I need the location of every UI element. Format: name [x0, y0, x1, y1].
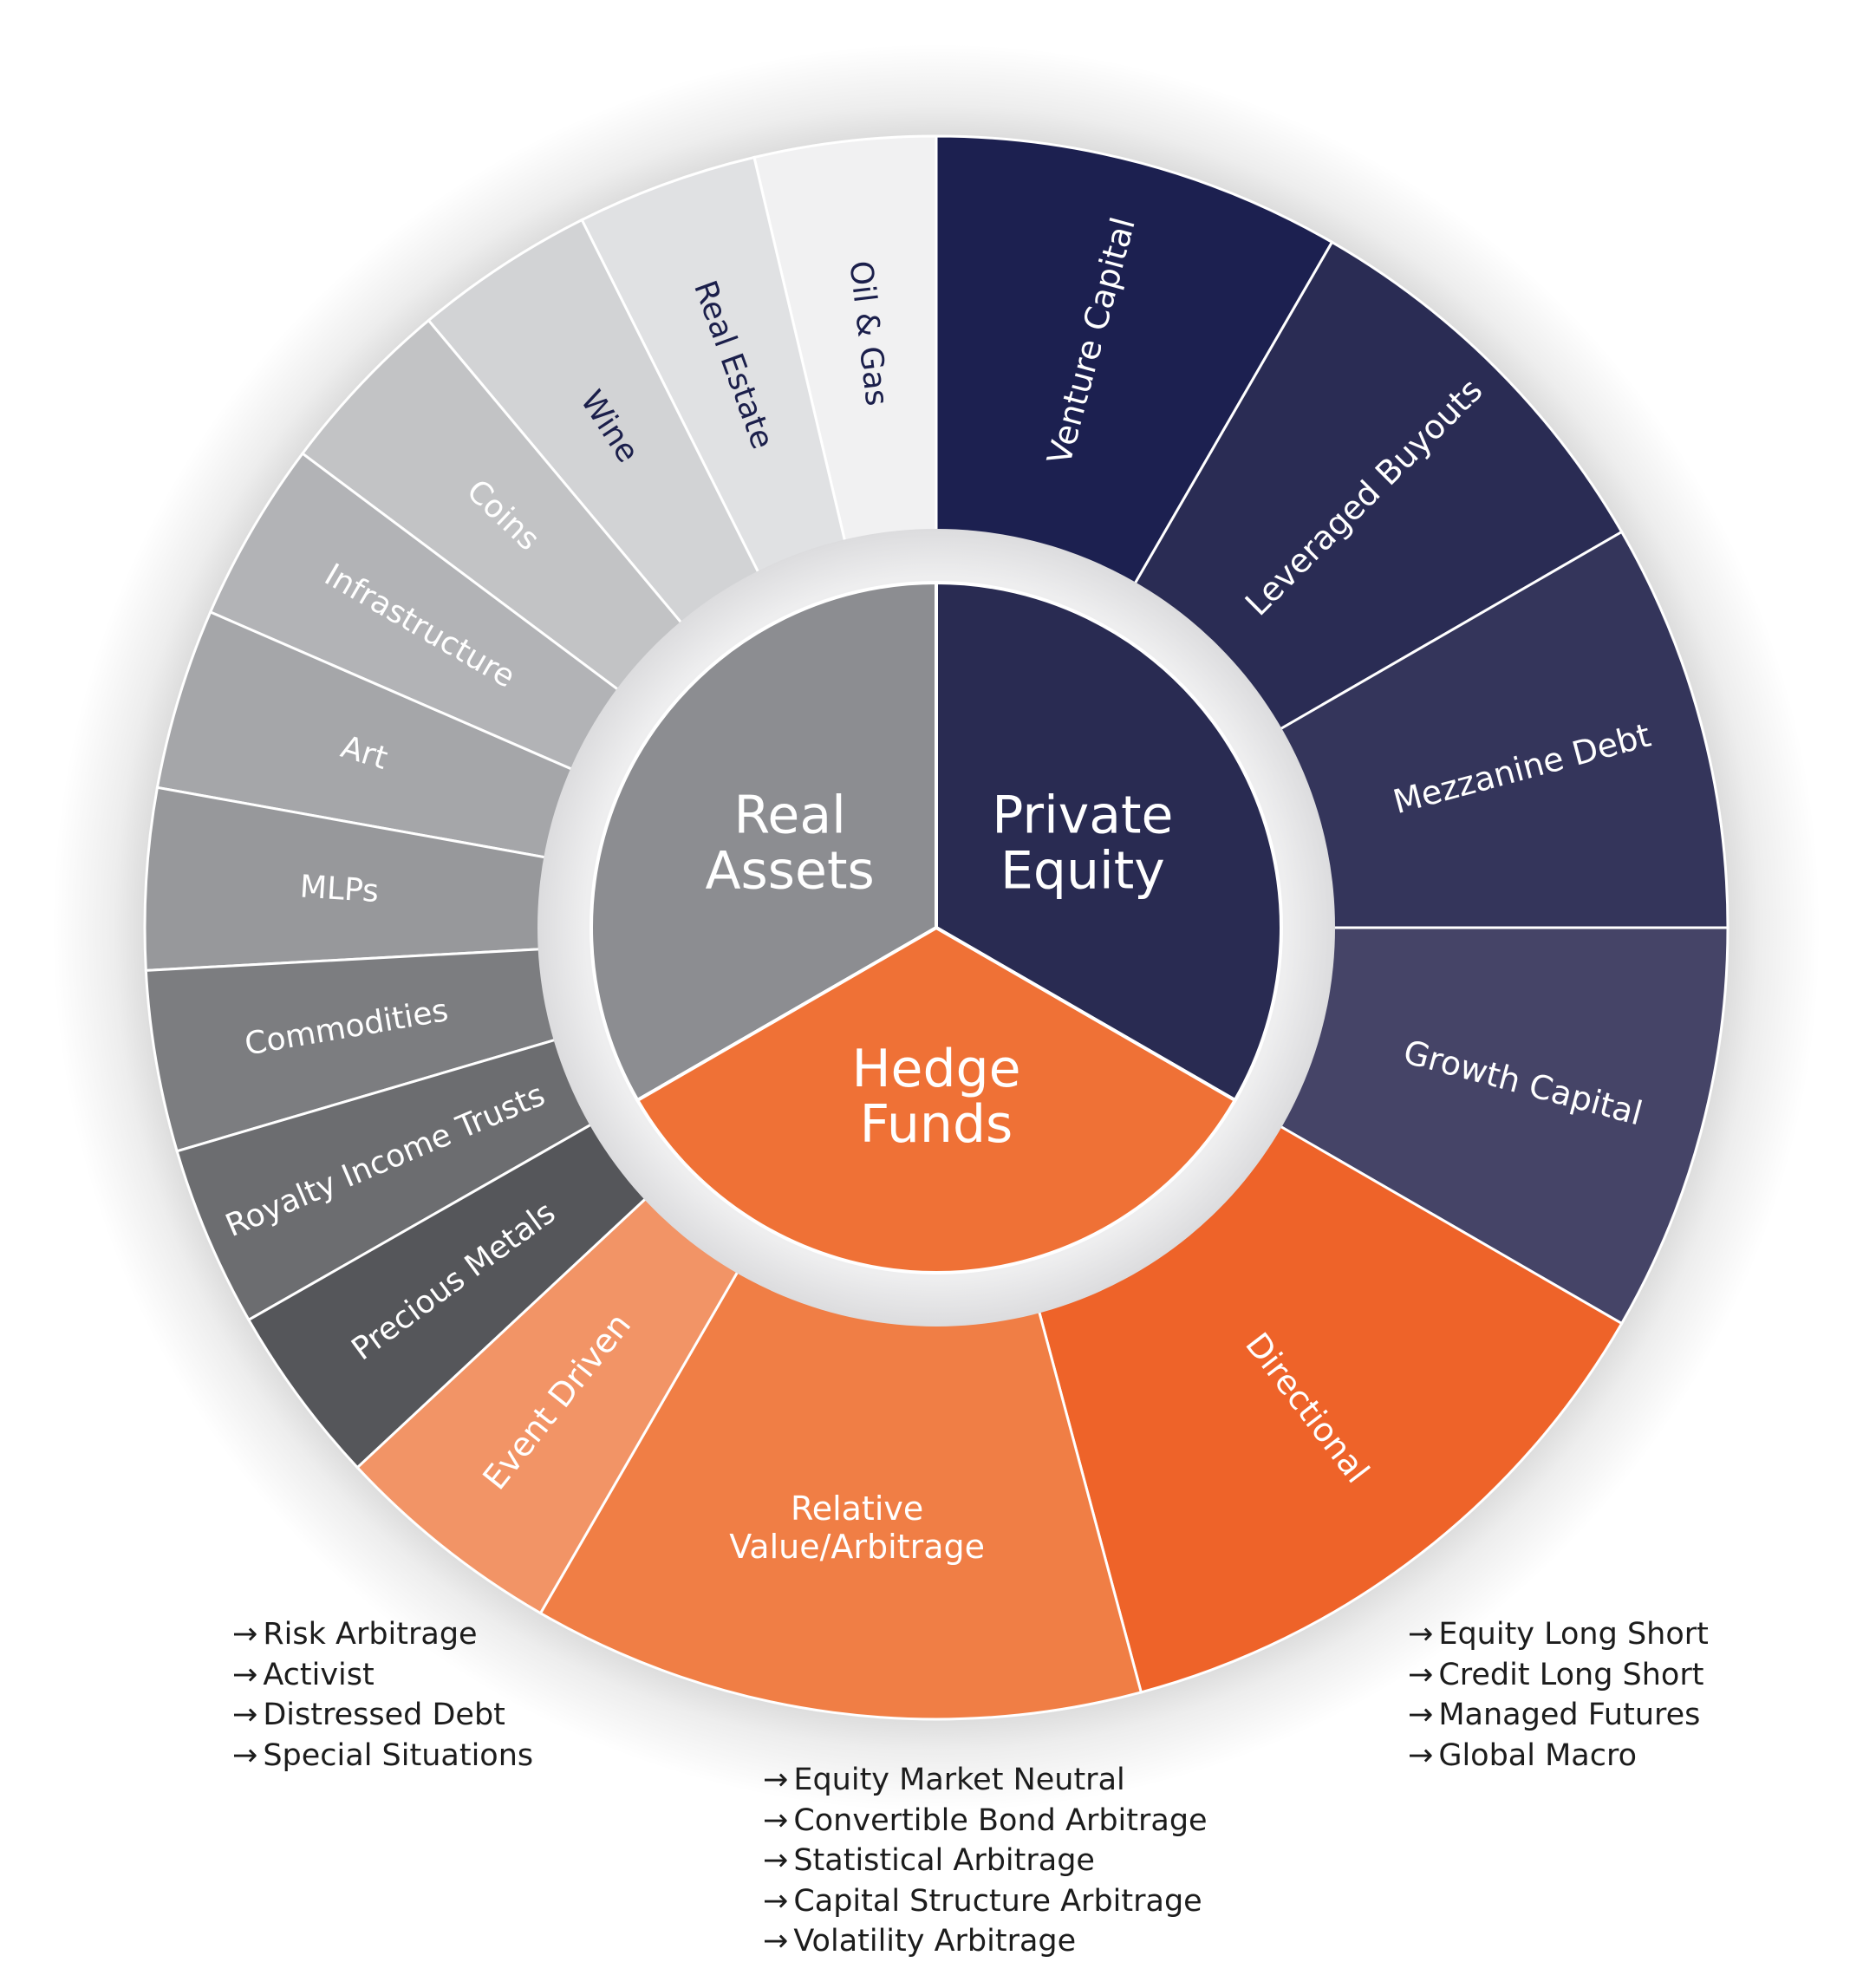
arrow-right-icon: → — [1408, 1737, 1434, 1773]
relative-value-strategy-list: →Equity Market Neutral→Convertible Bond … — [763, 1760, 1208, 1962]
arrow-right-icon: → — [763, 1802, 789, 1838]
strategy-item: →Credit Long Short — [1408, 1655, 1709, 1696]
strategy-text: Equity Long Short — [1438, 1617, 1709, 1652]
strategy-text: Special Situations — [263, 1737, 534, 1773]
strategy-item: →Activist — [232, 1655, 533, 1696]
inner-pie — [590, 580, 1283, 1274]
directional-strategy-list: →Equity Long Short→Credit Long Short→Man… — [1408, 1614, 1709, 1776]
strategy-item: →Convertible Bond Arbitrage — [763, 1801, 1208, 1841]
event-driven-strategy-list: →Risk Arbitrage→Activist→Distressed Debt… — [232, 1614, 533, 1776]
arrow-right-icon: → — [232, 1698, 258, 1732]
strategy-item: →Global Macro — [1408, 1736, 1709, 1776]
strategy-item: →Equity Long Short — [1408, 1614, 1709, 1655]
arrow-right-icon: → — [763, 1924, 789, 1959]
inner-private-equity — [935, 580, 1283, 1103]
arrow-right-icon: → — [232, 1657, 258, 1692]
strategy-item: →Special Situations — [232, 1736, 533, 1776]
strategy-text: Capital Structure Arbitrage — [793, 1883, 1202, 1919]
arrow-right-icon: → — [763, 1763, 789, 1797]
arrow-right-icon: → — [232, 1737, 258, 1773]
strategy-text: Distressed Debt — [263, 1698, 505, 1732]
strategy-text: Risk Arbitrage — [263, 1617, 478, 1652]
strategy-text: Credit Long Short — [1438, 1657, 1704, 1692]
arrow-right-icon: → — [763, 1843, 789, 1878]
arrow-right-icon: → — [1408, 1698, 1434, 1732]
strategy-text: Activist — [263, 1657, 375, 1692]
strategy-item: →Capital Structure Arbitrage — [763, 1881, 1208, 1922]
strategy-item: →Risk Arbitrage — [232, 1614, 533, 1655]
strategy-text: Convertible Bond Arbitrage — [793, 1802, 1208, 1838]
strategy-item: →Volatility Arbitrage — [763, 1921, 1208, 1962]
strategy-text: Equity Market Neutral — [793, 1763, 1125, 1797]
arrow-right-icon: → — [1408, 1657, 1434, 1692]
label-mlps: MLPs — [299, 870, 380, 910]
strategy-text: Statistical Arbitrage — [793, 1843, 1095, 1878]
arrow-right-icon: → — [1408, 1617, 1434, 1652]
strategy-item: →Distressed Debt — [232, 1695, 533, 1736]
arrow-right-icon: → — [763, 1883, 789, 1919]
strategy-text: Global Macro — [1438, 1737, 1638, 1773]
strategy-text: Managed Futures — [1438, 1698, 1701, 1732]
strategy-item: →Managed Futures — [1408, 1695, 1709, 1736]
strategy-text: Volatility Arbitrage — [793, 1924, 1077, 1959]
strategy-item: →Statistical Arbitrage — [763, 1841, 1208, 1881]
inner-hedge-funds — [635, 925, 1238, 1274]
arrow-right-icon: → — [232, 1617, 258, 1652]
strategy-item: →Equity Market Neutral — [763, 1760, 1208, 1801]
inner-real-assets — [590, 580, 938, 1103]
